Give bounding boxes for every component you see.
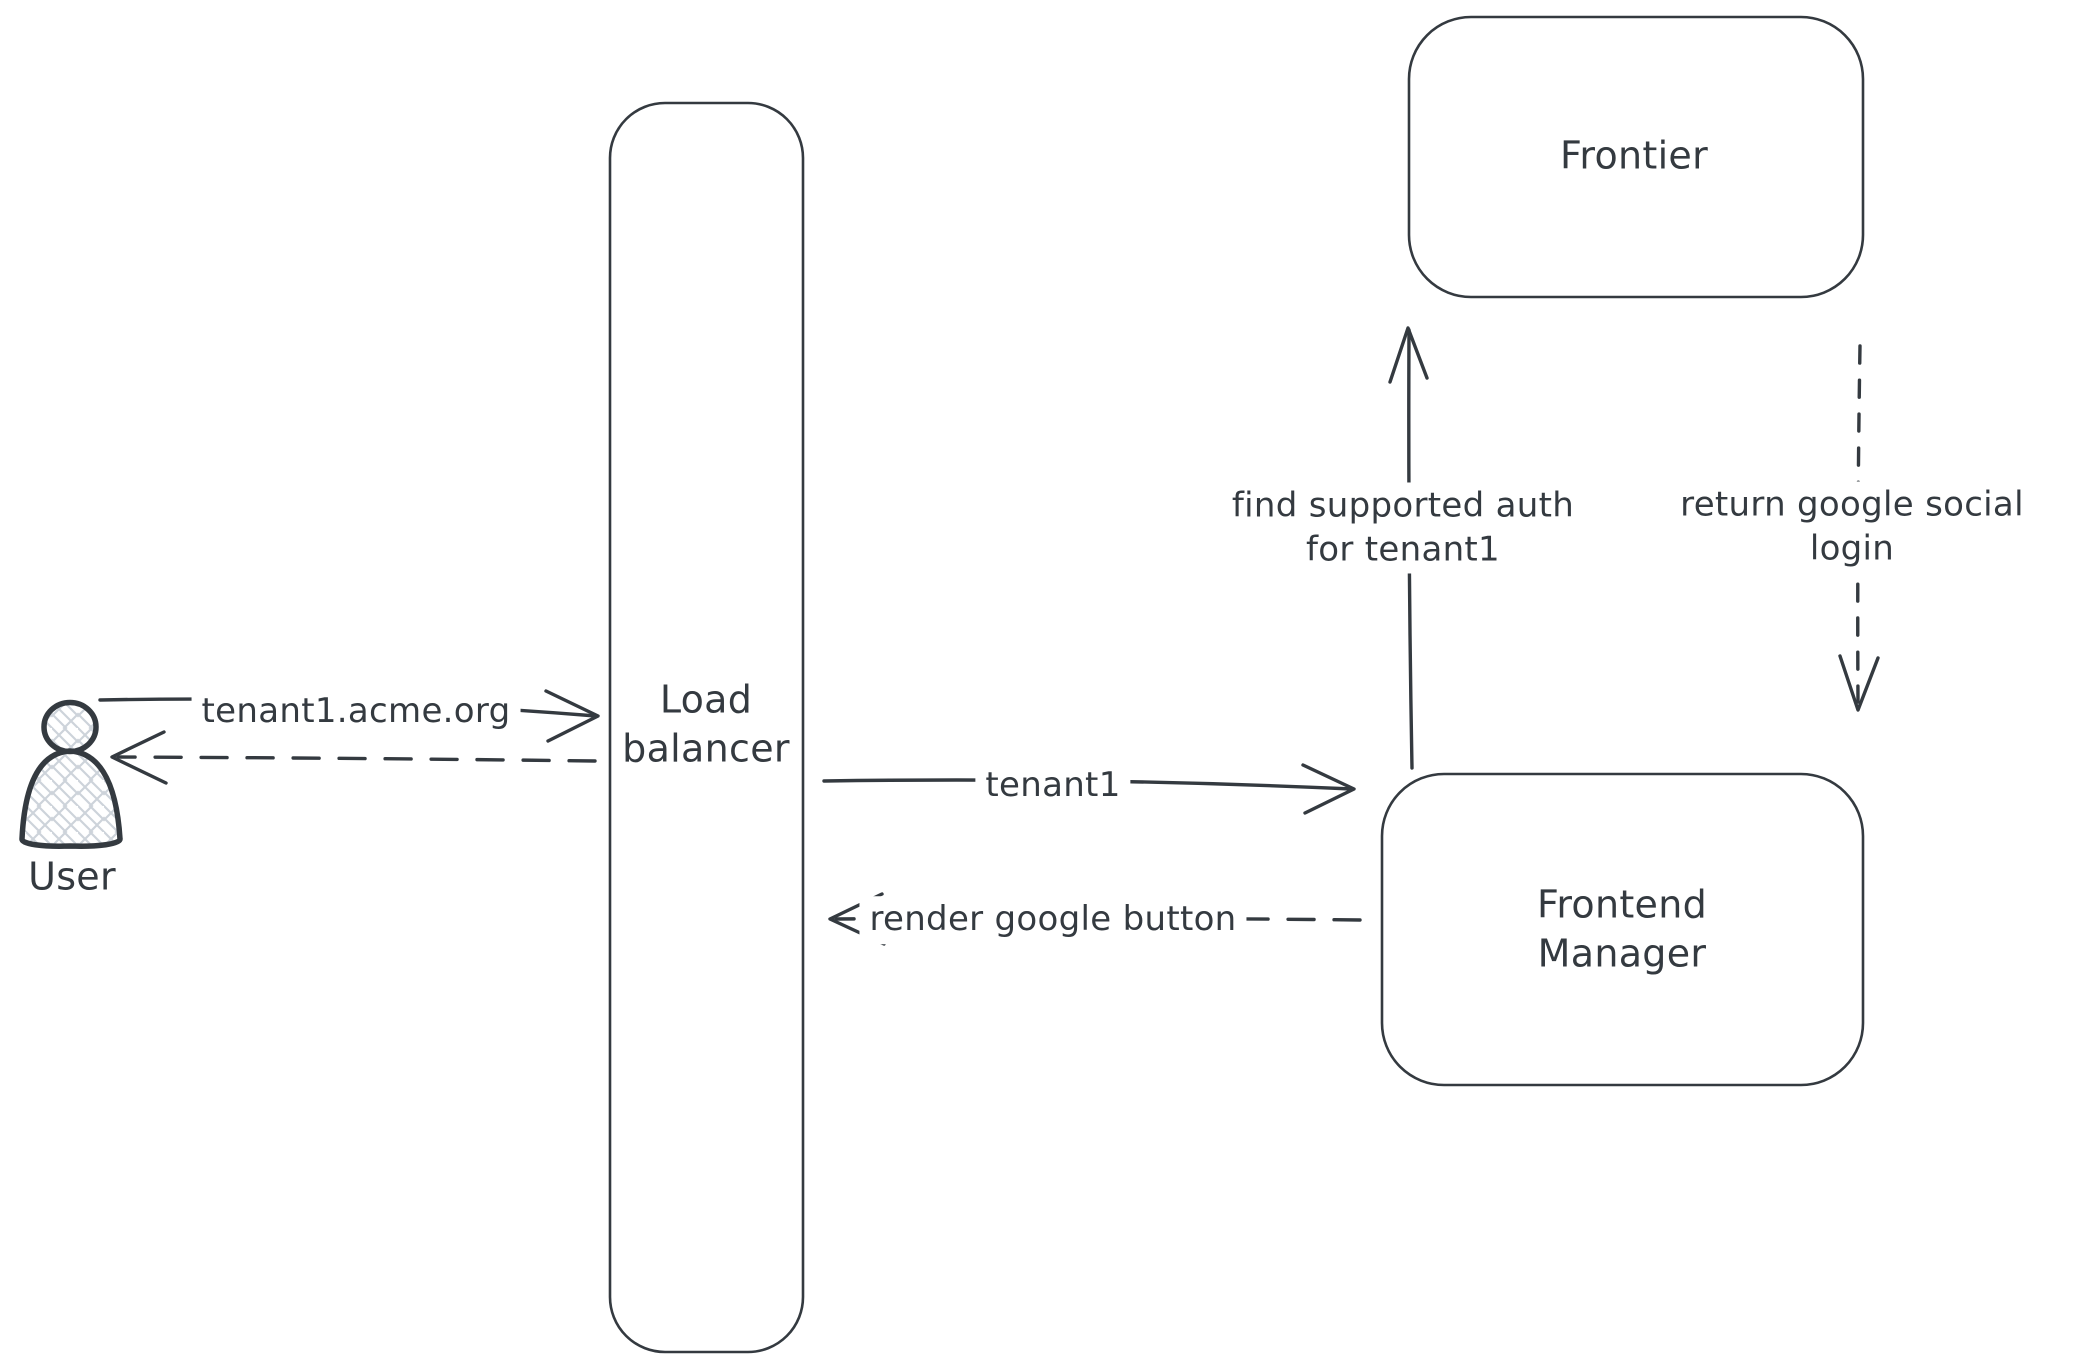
edge-label-find-supported-auth: find supported auth for tenant1 [1221,482,1585,574]
user-head [41,699,99,755]
arrowhead-up-icon [1388,326,1429,384]
arrowhead-left-icon [110,730,168,785]
load-balancer-label: Load balancer [622,675,790,772]
arrowhead-right-icon [1301,763,1356,815]
frontend-manager-label-line2: Manager [1537,931,1707,975]
arrowhead-down-icon [1838,654,1880,712]
user-icon [19,699,123,849]
edge-label-return-google-social-login-line1: return google social [1680,484,2024,525]
edge-label-render-google-button: render google button [859,896,1247,944]
edge-label-find-supported-auth-line2: for tenant1 [1305,529,1501,569]
edge-label-find-supported-auth-line1: find supported auth [1231,485,1575,526]
frontier-label: Frontier [1559,133,1709,178]
load-balancer-label-line2: balancer [622,726,790,770]
user-body [19,748,123,849]
frontend-manager-label-line1: Frontend [1536,882,1708,927]
arrowhead-right-icon [544,689,600,743]
frontend-manager-label: Frontend Manager [1537,880,1707,977]
edge-label-tenant1-acme-org: tenant1.acme.org [191,688,521,736]
frontier-box [1407,15,1865,299]
arrow-load-balancer-to-user [110,730,597,785]
edge-label-return-google-social-login: return google social login [1670,481,2034,573]
frontend-manager-box [1380,772,1865,1087]
edge-label-tenant1: tenant1 [975,762,1131,810]
edge-label-return-google-social-login-line2: login [1809,528,1895,568]
load-balancer-label-line1: Load [659,677,753,722]
user-label: User [28,854,116,899]
load-balancer-box [608,101,805,1354]
